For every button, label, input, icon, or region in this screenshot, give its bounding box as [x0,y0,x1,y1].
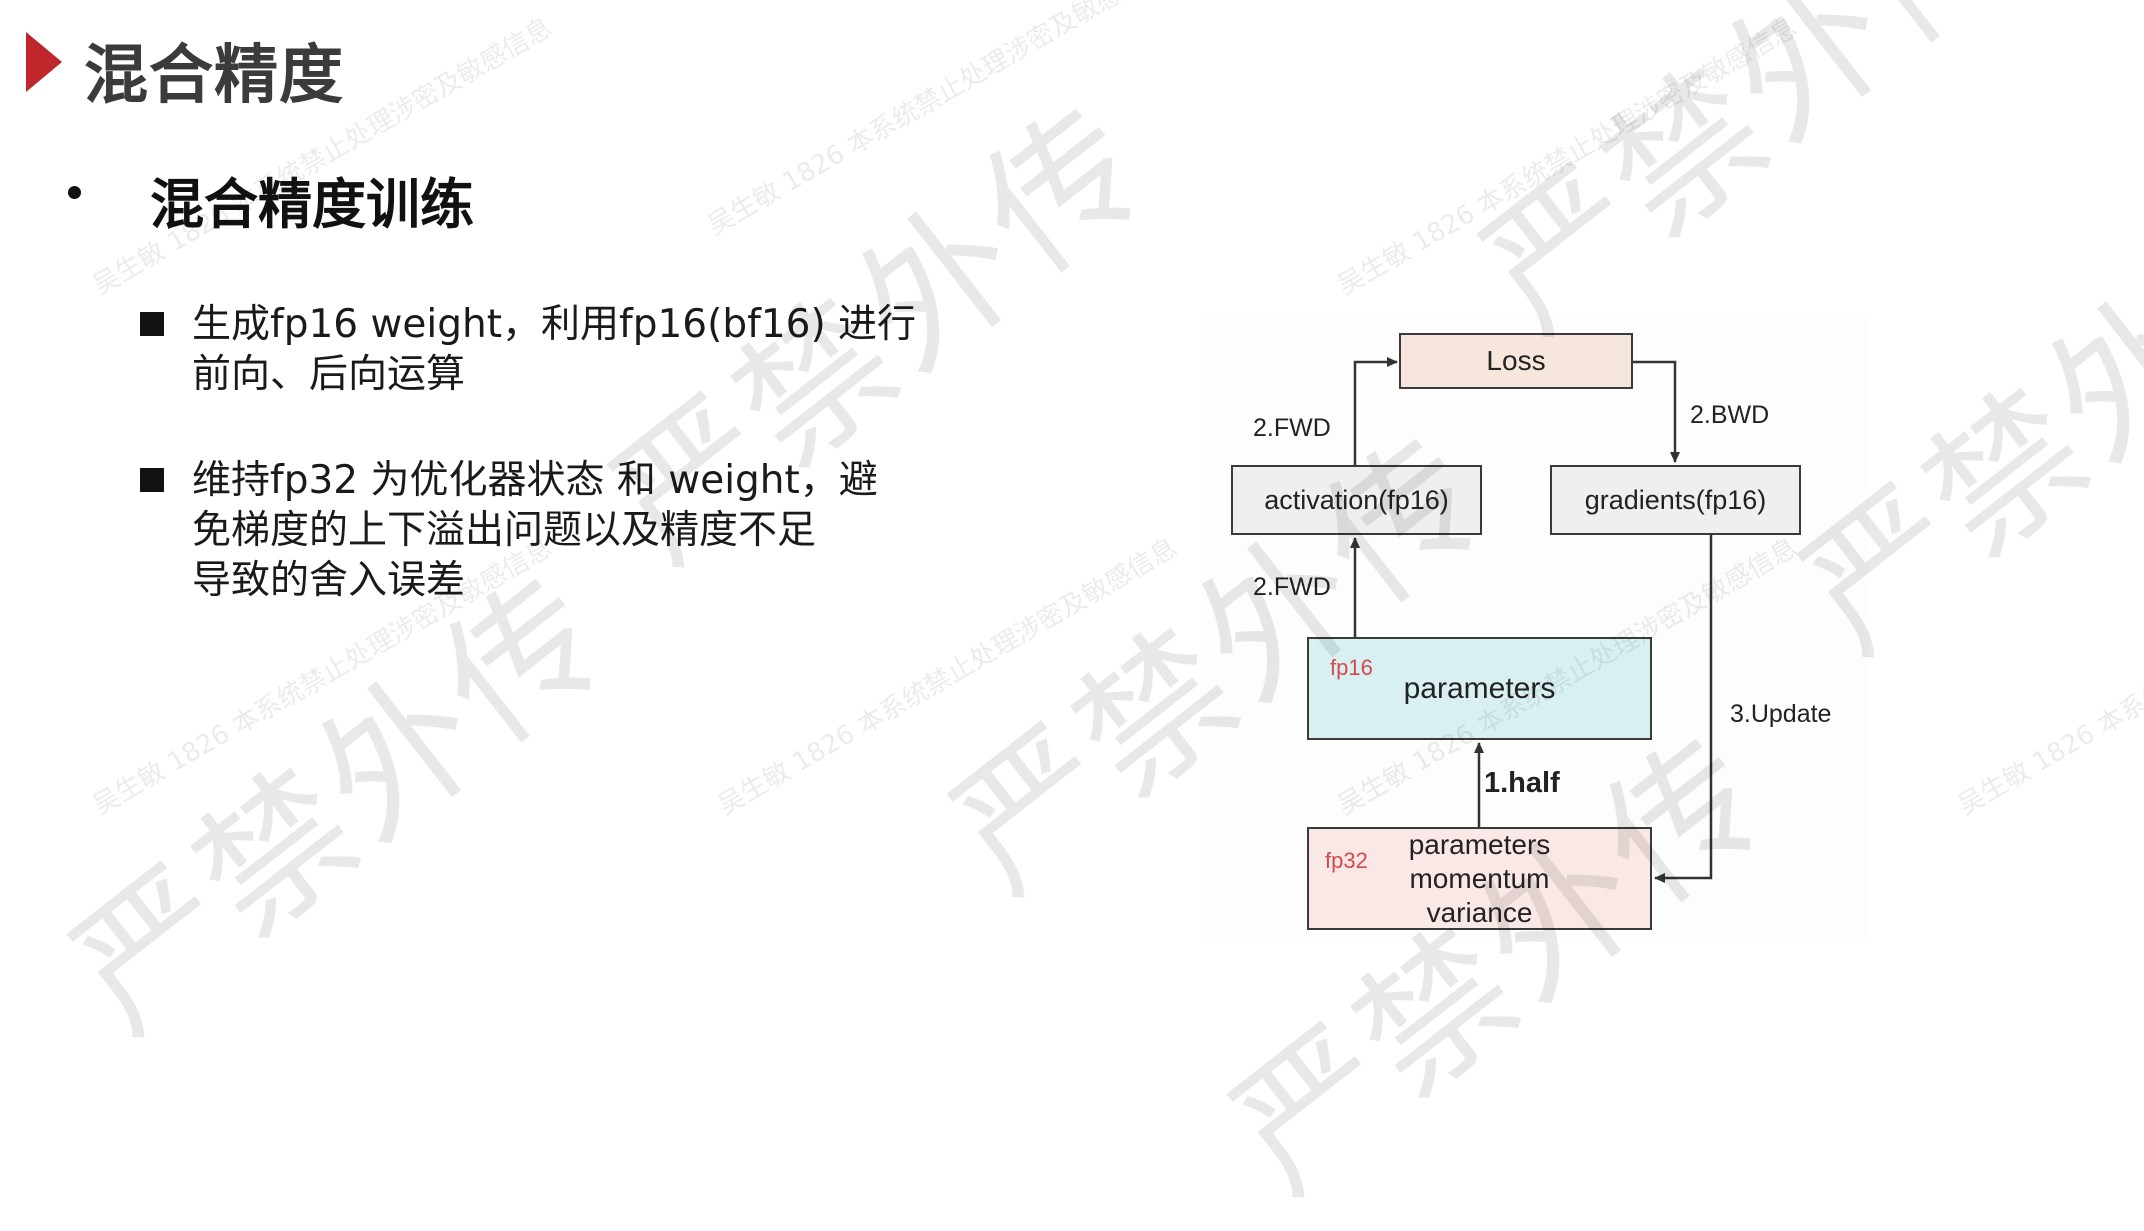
fp16-parameters-label: parameters [1403,671,1556,705]
arrow-gradients-to-fp32 [1654,535,1713,883]
fp32-parameters-label: parameters [1408,828,1551,860]
page-title: 混合精度 [84,39,344,113]
edge-label-update: 3.Update [1730,700,1832,728]
text-line: 免梯度的上下溢出问题以及精度不足 [192,508,817,553]
bullet-point-text: 维持fp32 为优化器状态 和 weight，避 免梯度的上下溢出问题以及精度不… [192,456,1072,606]
arrow-activation-to-loss [1353,357,1398,465]
loss-node: Loss [1399,333,1633,389]
fp32-variance-label: variance [1426,896,1533,928]
text-line: 导致的舍入误差 [192,558,466,603]
fp32-state-node: parameters momentum variance [1307,827,1652,930]
edge-label-fwd-mid: 2.FWD [1253,573,1331,601]
edge-label-half: 1.half [1484,767,1560,799]
bullet-point-text: 生成fp16 weight，利用fp16(bf16) 进行 前向、后向运算 [192,300,1072,400]
bullet-dot [68,186,81,199]
fp16-parameters-node: parameters [1307,637,1652,740]
gradients-node: gradients(fp16) [1550,465,1801,535]
fp32-momentum-label: momentum [1409,862,1550,894]
activation-node: activation(fp16) [1231,465,1482,535]
section-heading: 混合精度训练 [150,173,474,236]
text-line: 维持fp32 为优化器状态 和 weight，避 [192,458,878,503]
fp32-tag: fp32 [1325,848,1368,873]
text-line: 前向、后向运算 [192,352,466,397]
arrow-loss-to-gradients [1633,360,1680,463]
edge-label-bwd: 2.BWD [1690,401,1770,429]
fp16-tag: fp16 [1330,655,1373,680]
diagram-arrows [1350,357,1713,883]
square-bullet-icon [140,312,164,336]
edge-label-fwd-top: 2.FWD [1253,414,1331,442]
title-arrow-icon [26,32,62,92]
square-bullet-icon [140,468,164,492]
text-line: 生成fp16 weight，利用fp16(bf16) 进行 [192,302,917,347]
